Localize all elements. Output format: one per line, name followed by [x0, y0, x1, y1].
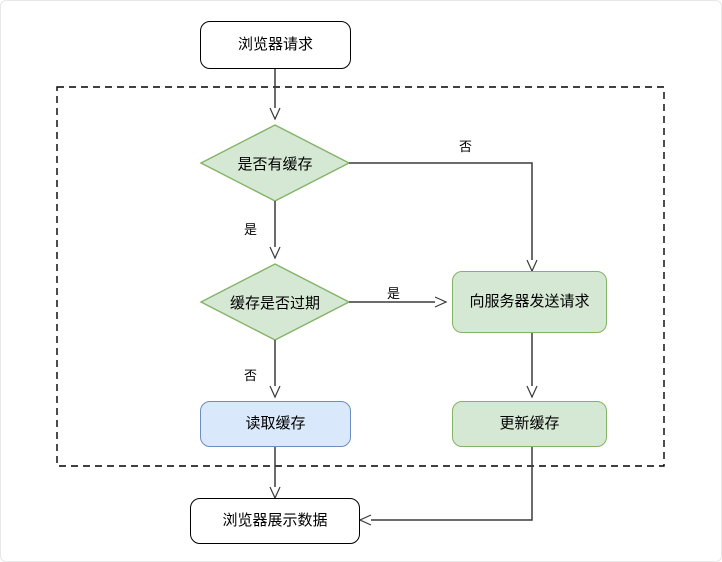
node-has-cache-label-wrap: 是否有缓存 — [201, 149, 349, 177]
node-update-cache-label: 更新缓存 — [499, 415, 560, 432]
node-read-cache-label: 读取缓存 — [245, 415, 306, 432]
node-update-cache[interactable]: 更新缓存 — [452, 401, 607, 447]
node-send-request[interactable]: 向服务器发送请求 — [452, 271, 607, 333]
dashed-group-container — [56, 86, 665, 467]
node-read-cache[interactable]: 读取缓存 — [200, 401, 351, 447]
node-cache-expired-label: 缓存是否过期 — [229, 294, 320, 312]
edge-label-has-cache-yes: 是 — [244, 222, 258, 237]
edge-label-cache-expired-no: 否 — [244, 368, 258, 383]
node-browser-request-label: 浏览器请求 — [237, 36, 313, 53]
edge-label-has-cache-no: 否 — [459, 139, 473, 154]
node-browser-display[interactable]: 浏览器展示数据 — [190, 498, 360, 544]
edge-label-cache-expired-yes: 是 — [387, 286, 401, 301]
node-send-request-label: 向服务器发送请求 — [469, 293, 590, 310]
node-browser-display-label: 浏览器展示数据 — [222, 512, 328, 529]
edge-update-cache-to-display — [358, 447, 533, 526]
node-cache-expired-label-wrap: 缓存是否过期 — [201, 288, 349, 316]
node-browser-request[interactable]: 浏览器请求 — [200, 21, 351, 69]
edge-has-cache-no-to-send-request — [349, 162, 538, 273]
node-has-cache-label: 是否有缓存 — [237, 155, 313, 173]
